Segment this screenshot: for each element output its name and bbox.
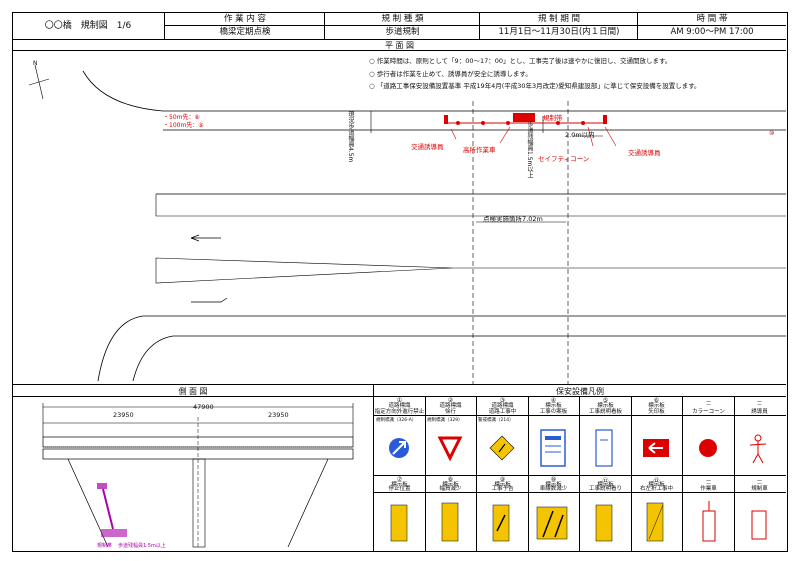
plan-view-drawing — [28, 64, 786, 384]
total-length: 47900 — [193, 403, 214, 411]
guide-left-label: 交通誘導員 — [411, 143, 444, 151]
drawing-sheet: 〇〇橋 規制図 1/6 作 業 内 容 橋梁定期点検 規 制 種 類 歩道規制 … — [12, 12, 788, 552]
work-vehicle-icon — [702, 501, 716, 542]
width-reduction-board-icon — [441, 502, 459, 542]
sidewalk-width-label: 現況歩道幅員4.5m — [347, 111, 354, 163]
cone-label: セイフティコーン — [538, 155, 590, 163]
note-3: ○ 「道路工事保安設備設置基準 平成19年4月(平成30年3月改定)愛知県建設部… — [369, 82, 701, 90]
sign-10-label: ⑩ — [769, 130, 775, 137]
ahead-50m-label: ・50m先：⑧ — [163, 114, 200, 121]
note-1: ○ 作業時間は、原則として「9：00～17：00」とし、工事完了後は速やかに復旧… — [369, 57, 672, 65]
time-value: AM 9:00～PM 17:00 — [670, 27, 754, 37]
traffic-guide-icon — [749, 434, 767, 464]
construction-notice-board-icon-2 — [492, 504, 510, 542]
period-value: 11月1日～11月30日(内１日間) — [498, 27, 620, 37]
right-span-length: 23950 — [268, 411, 289, 419]
gap-label: 2.0m以内 — [565, 131, 595, 139]
ahead-100m-label: ・100m先：⑨ — [163, 122, 204, 129]
zone-label: 規制帯 — [543, 114, 563, 122]
regulation-zone — [28, 64, 617, 147]
side-remaining-label: 歩道残幅員1.5m以上 — [118, 543, 166, 549]
slow-sign-icon — [437, 436, 463, 462]
drawing-title: 〇〇橋 規制図 1/6 — [44, 21, 132, 31]
explanation-board-icon-2 — [595, 504, 613, 542]
sign-caption-3: 警戒標識（214） — [478, 418, 514, 423]
side-view-title: 側 面 図 — [178, 387, 208, 396]
note-2: ○ 歩行者は作業を止めて、誘導員が安全に誘導します。 — [369, 70, 532, 78]
work-content-heading: 作 業 内 容 — [223, 14, 267, 24]
time-heading: 時 間 帯 — [696, 14, 728, 24]
left-span-length: 23950 — [113, 411, 134, 419]
legend-title: 保安設備凡例 — [556, 387, 604, 396]
turn-construction-board-icon — [646, 502, 664, 542]
regulation-type-value: 歩道規制 — [385, 27, 420, 37]
color-cone-icon — [699, 439, 717, 457]
plan-view-title: 平 面 図 — [384, 41, 415, 50]
remaining-width-label: 歩道残幅員1.5m以上 — [526, 121, 533, 179]
vehicle-label: 高所作業車 — [463, 146, 496, 154]
regulation-type-heading: 規 制 種 類 — [381, 14, 424, 24]
title-block: 〇〇橋 規制図 1/6 作 業 内 容 橋梁定期点検 規 制 種 類 歩道規制 … — [13, 13, 786, 40]
explanation-board-icon — [595, 429, 613, 467]
work-content-value: 橋梁定期点検 — [219, 27, 271, 37]
period-heading: 規 制 期 間 — [537, 14, 581, 24]
stop-position-board-icon — [390, 504, 408, 542]
side-view-drawing — [42, 403, 354, 548]
arrow-board-icon — [643, 439, 669, 457]
legend-top-icons — [389, 429, 767, 467]
regulation-vehicle-icon — [751, 510, 767, 540]
mandatory-direction-sign-icon — [389, 438, 409, 458]
construction-notice-board-icon — [540, 429, 566, 467]
legend-bottom-icons — [390, 501, 767, 542]
side-zone-label: 規制帯 — [97, 543, 113, 549]
sign-caption-1: 規制標識（326-A） — [376, 418, 417, 423]
sign-caption-2: 規制標識（329） — [427, 418, 463, 423]
lane-reduction-board-icon — [536, 506, 568, 540]
north-label: N — [33, 60, 38, 67]
aerial-work-vehicle-icon — [97, 483, 127, 537]
guide-right-label: 交通誘導員 — [628, 149, 661, 157]
road-work-sign-icon — [489, 435, 515, 461]
check-span-label: 点検実施箇所7.02m — [483, 215, 543, 223]
